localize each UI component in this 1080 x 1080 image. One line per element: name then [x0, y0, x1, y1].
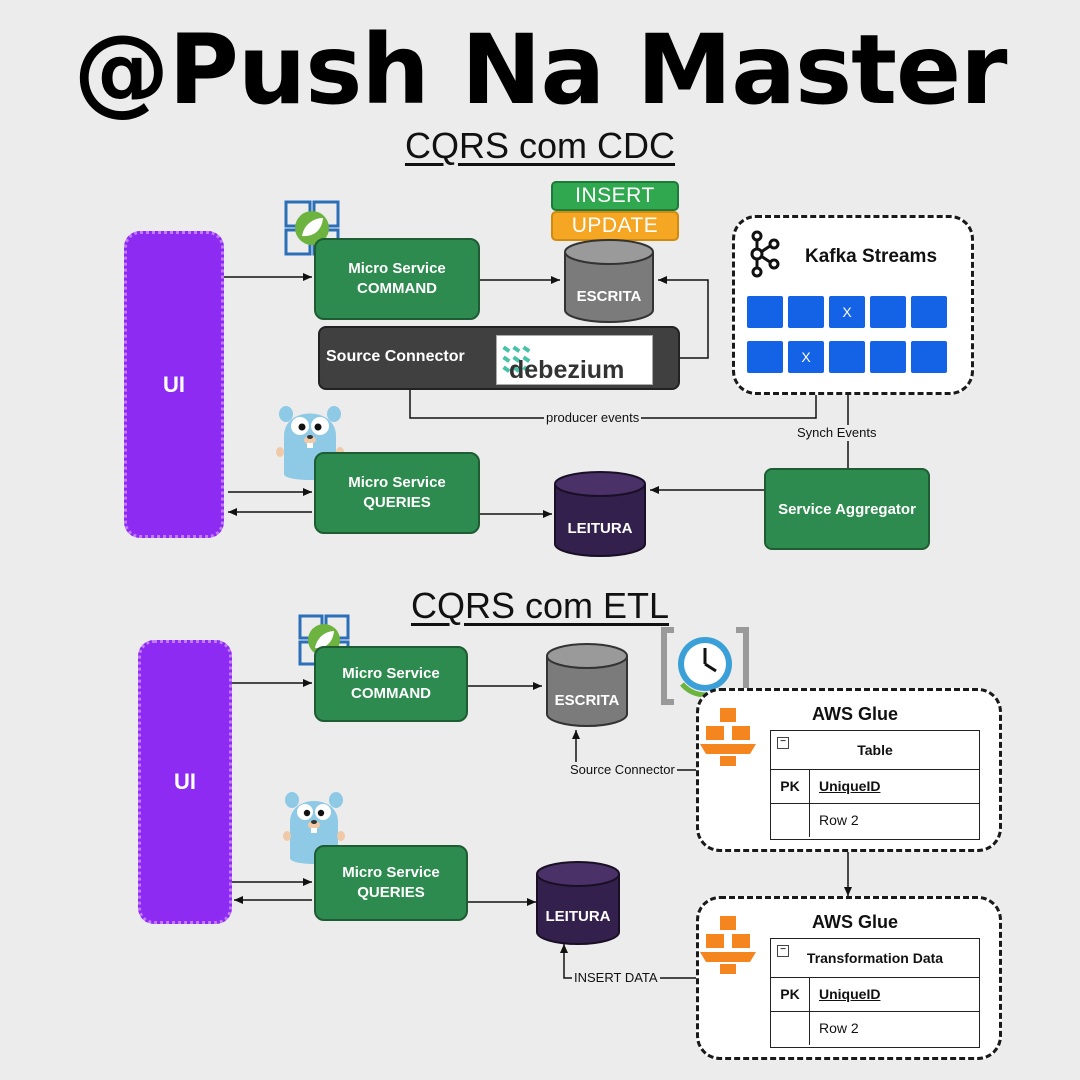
pk-empty	[771, 803, 810, 837]
micro-service-queries: Micro Service QUERIES	[314, 452, 480, 534]
table-row: Row 2	[771, 803, 979, 837]
database-icon	[564, 239, 654, 323]
table-row: PK UniqueID	[771, 977, 979, 1012]
source-connector-edge-label: Source Connector	[568, 762, 677, 778]
kafka-partition-cell	[911, 296, 947, 328]
etl-escrita-label: ESCRITA	[554, 692, 620, 709]
collapse-icon[interactable]: −	[777, 945, 789, 957]
edge-connector-to-escrita	[658, 276, 709, 359]
spring-icon	[284, 200, 340, 256]
collapse-icon[interactable]: −	[777, 737, 789, 749]
debezium-label: debezium	[509, 356, 625, 384]
kafka-partition-cell	[747, 296, 783, 328]
command-line2: COMMAND	[357, 280, 437, 297]
source-connector-label: Source Connector	[326, 348, 465, 365]
etl-leitura-database: LEITURA	[535, 860, 621, 946]
database-icon	[536, 861, 620, 945]
producer-events-label: producer events	[544, 410, 642, 426]
synch-events-label: Synch Events	[795, 425, 879, 441]
glue2-table: −Transformation Data PK UniqueID Row 2	[770, 938, 980, 1048]
ui-box: UI	[124, 231, 224, 538]
kafka-partition-cell	[747, 341, 783, 373]
kafka-streams-container: Kafka Streams X X	[732, 215, 974, 395]
aws-glue-icon	[700, 708, 756, 766]
row2-field: Row 2	[819, 1020, 859, 1036]
table-row: Row 2	[771, 1011, 979, 1045]
leitura-database: LEITURA	[553, 470, 647, 558]
section-title-cdc: CQRS com CDC	[404, 125, 676, 166]
unique-id-field: UniqueID	[819, 778, 881, 794]
etl-micro-service-command: Micro Service COMMAND	[314, 646, 468, 722]
source-connector-bar: Source Connector debezium	[318, 326, 680, 390]
glue1-table-header: −Table	[771, 731, 979, 770]
aws-glue-container-2: AWS Glue −Transformation Data PK UniqueI…	[696, 896, 1002, 1060]
insert-data-label: INSERT DATA	[572, 970, 660, 986]
etl-queries-line2: QUERIES	[357, 884, 425, 901]
service-aggregator: Service Aggregator	[764, 468, 930, 550]
etl-queries-line1: Micro Service	[342, 863, 440, 881]
pk-empty	[771, 1011, 810, 1045]
queries-line2: QUERIES	[363, 494, 431, 511]
etl-leitura-label: LEITURA	[545, 908, 611, 925]
micro-service-command: Micro Service COMMAND	[314, 238, 480, 320]
kafka-partition-cell	[788, 296, 824, 328]
kafka-partition-cell	[911, 341, 947, 373]
etl-ui-box: UI	[138, 640, 232, 924]
kafka-partition-cell	[829, 341, 865, 373]
aws-glue-container-1: AWS Glue −Table PK UniqueID Row 2	[696, 688, 1002, 852]
section-title-etl: CQRS com ETL	[410, 585, 670, 626]
command-line1: Micro Service	[348, 259, 446, 277]
pk-label: PK	[771, 977, 810, 1011]
database-icon	[546, 643, 628, 727]
etl-micro-service-queries: Micro Service QUERIES	[314, 845, 468, 921]
etl-command-line2: COMMAND	[351, 685, 431, 702]
kafka-partition-cell	[870, 341, 906, 373]
etl-escrita-database: ESCRITA	[545, 642, 629, 728]
glue2-table-header: −Transformation Data	[771, 939, 979, 978]
escrita-label: ESCRITA	[576, 288, 642, 305]
unique-id-field: UniqueID	[819, 986, 881, 1002]
kafka-partition-cell	[870, 296, 906, 328]
glue1-title: AWS Glue	[812, 704, 899, 724]
pk-label: PK	[771, 769, 810, 803]
glue1-table: −Table PK UniqueID Row 2	[770, 730, 980, 840]
update-badge: UPDATE	[551, 211, 679, 241]
kafka-icon	[750, 230, 780, 278]
kafka-partition-cell: X	[788, 341, 824, 373]
page-title: @Push Na Master	[73, 14, 1008, 126]
database-icon	[554, 471, 646, 557]
debezium-logo: debezium	[496, 335, 653, 385]
table-row: PK UniqueID	[771, 769, 979, 804]
kafka-partition-cell: X	[829, 296, 865, 328]
kafka-title: Kafka Streams	[805, 246, 938, 267]
debezium-icon	[502, 345, 531, 373]
aws-glue-icon	[700, 916, 756, 974]
queries-line1: Micro Service	[348, 473, 446, 491]
glue2-title: AWS Glue	[812, 912, 899, 932]
etl-command-line1: Micro Service	[342, 664, 440, 682]
row2-field: Row 2	[819, 812, 859, 828]
escrita-database: ESCRITA	[563, 238, 655, 324]
leitura-label: LEITURA	[567, 520, 633, 537]
insert-badge: INSERT	[551, 181, 679, 211]
